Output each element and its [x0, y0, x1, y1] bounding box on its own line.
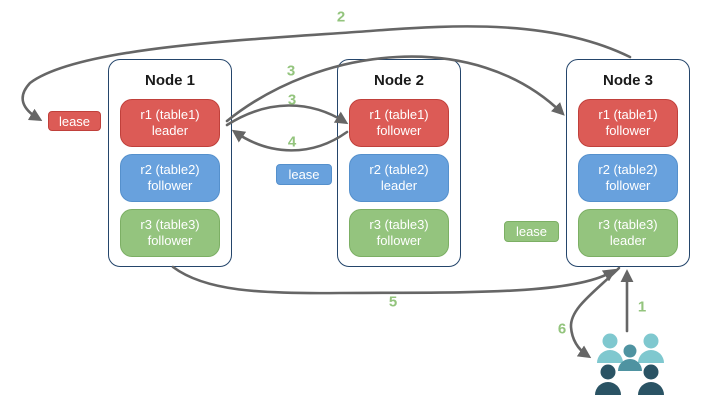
step-label-3a: 3	[286, 62, 296, 80]
replica-name: r3 (table3)	[369, 217, 429, 232]
node-1-replica-r2: r2 (table2) follower	[120, 154, 220, 202]
replica-name: r2 (table2)	[369, 162, 429, 177]
node-1-replica-r3: r3 (table3) follower	[120, 209, 220, 257]
replica-name: r2 (table2)	[140, 162, 200, 177]
step-label-2: 2	[336, 8, 346, 26]
node-3-replica-r2: r2 (table2) follower	[578, 154, 678, 202]
replica-role: leader	[380, 178, 418, 193]
node-3-box: Node 3 r1 (table1) follower r2 (table2) …	[566, 59, 690, 267]
node-1-title: Node 1	[144, 72, 195, 89]
arrow-step-3-to-node2	[225, 104, 349, 127]
replica-role: follower	[376, 123, 422, 138]
replica-role: leader	[151, 123, 189, 138]
node-3-title: Node 3	[602, 72, 653, 89]
node-1-replica-r1: r1 (table1) leader	[120, 99, 220, 147]
clients-group-icon	[595, 333, 664, 395]
lease-tag-table2: lease	[276, 164, 332, 185]
node-3-replica-r1: r1 (table1) follower	[578, 99, 678, 147]
replica-name: r1 (table1)	[369, 107, 429, 122]
replica-role: follower	[605, 178, 651, 193]
step-label-4: 4	[287, 133, 297, 151]
replica-role: leader	[609, 233, 647, 248]
replica-name: r2 (table2)	[598, 162, 658, 177]
step-label-3b: 3	[287, 91, 297, 109]
replica-name: r1 (table1)	[598, 107, 658, 122]
step-label-6: 6	[557, 320, 567, 338]
node-2-replica-r1: r1 (table1) follower	[349, 99, 449, 147]
node-3-replica-r3: r3 (table3) leader	[578, 209, 678, 257]
lease-tag-table1: lease	[48, 111, 101, 131]
node-2-replica-r3: r3 (table3) follower	[349, 209, 449, 257]
step-label-1: 1	[637, 298, 647, 316]
arrow-step-5	[171, 265, 617, 295]
replica-name: r1 (table1)	[140, 107, 200, 122]
node-2-box: Node 2 r1 (table1) follower r2 (table2) …	[337, 59, 461, 267]
node-2-replica-r2: r2 (table2) leader	[349, 154, 449, 202]
node-1-box: Node 1 r1 (table1) leader r2 (table2) fo…	[108, 59, 232, 267]
replica-role: follower	[376, 233, 422, 248]
lease-tag-table3: lease	[504, 221, 559, 242]
arrow-step-6	[569, 266, 621, 359]
node-2-title: Node 2	[373, 72, 424, 89]
replica-name: r3 (table3)	[140, 217, 200, 232]
replica-name: r3 (table3)	[598, 217, 658, 232]
replica-role: follower	[147, 233, 193, 248]
step-label-5: 5	[388, 293, 398, 311]
replica-role: follower	[605, 123, 651, 138]
replica-role: follower	[147, 178, 193, 193]
